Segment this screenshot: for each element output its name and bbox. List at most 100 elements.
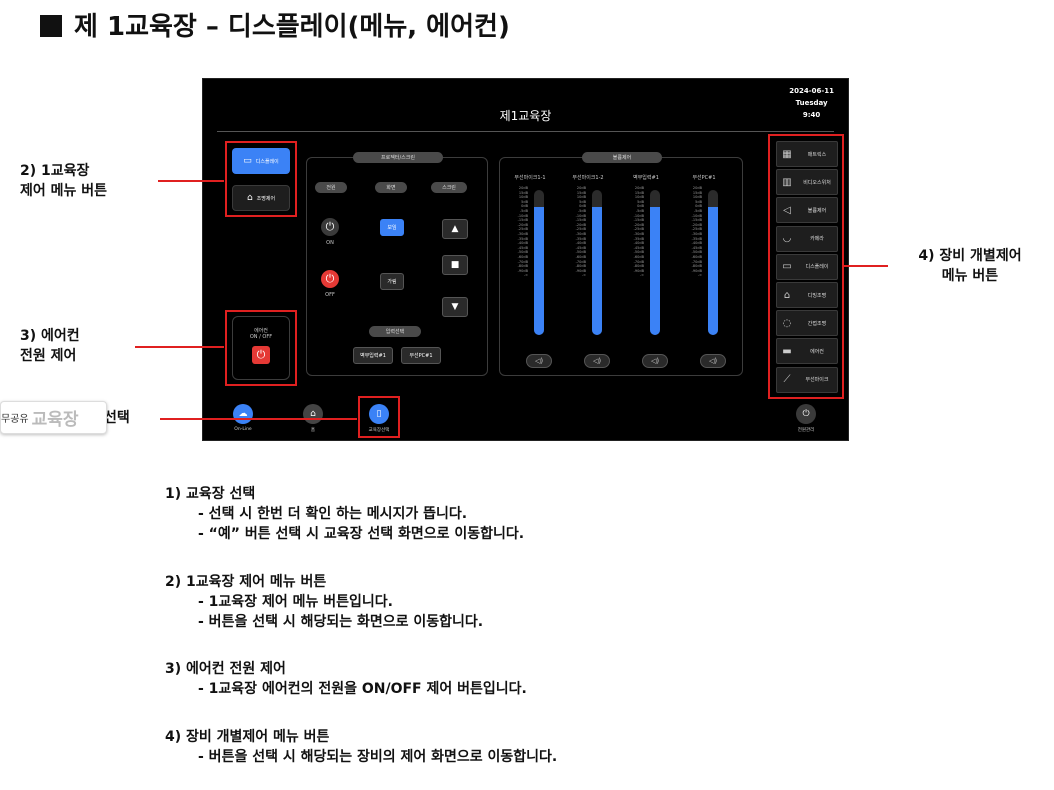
- device-button[interactable]: ⟋무선마이크: [776, 366, 838, 393]
- volume-pill: 볼륨제어: [582, 152, 662, 163]
- projector-off-button[interactable]: ⏻: [321, 270, 339, 288]
- scale-tick: 0dB: [637, 204, 644, 209]
- cloud-icon: ☁: [233, 404, 253, 424]
- scale-tick: -40dB: [575, 241, 586, 246]
- volume-fader[interactable]: [708, 190, 718, 335]
- device-button[interactable]: ▥비디오스위처: [776, 169, 838, 196]
- desc-2-head: 2) 1교육장 제어 메뉴 버튼: [165, 574, 327, 590]
- device-menu-highlight: ▦ 매트릭스 ▥비디오스위처◁볼륨제어◡카메라▭디스플레이 ⌂ 디밍조명 ◌간접조명▬에어…: [768, 134, 844, 399]
- room-select-icon: ▯: [369, 404, 389, 424]
- screen-stop-button[interactable]: ■: [442, 255, 468, 275]
- screen-down-button[interactable]: ▼: [442, 297, 468, 317]
- device-button[interactable]: ▦ 매트릭스: [776, 141, 838, 167]
- scale-tick: -35dB: [691, 236, 702, 241]
- scale-tick: 20dB: [692, 186, 702, 190]
- volume-fader[interactable]: [534, 190, 544, 335]
- online-label: On-Line: [234, 427, 252, 432]
- input-wireless-pc-button[interactable]: 무선PC#1: [401, 347, 441, 364]
- badge-small: 무공유: [1, 414, 29, 425]
- scale-tick: -30dB: [691, 231, 702, 236]
- device-label: 무선마이크: [805, 377, 829, 384]
- scale-tick: -30dB: [517, 231, 528, 236]
- scale-tick: 10dB: [518, 195, 528, 200]
- desc-3-head: 3) 에어컨 전원 제어: [165, 661, 286, 677]
- room-badge: 무공유 교육장: [0, 401, 107, 434]
- bulb-icon: ◌: [782, 317, 792, 329]
- device-button[interactable]: ◌간접조명: [776, 310, 838, 337]
- scale-tick: -40dB: [691, 241, 702, 246]
- scale-tick: -10dB: [517, 213, 528, 218]
- power-icon: ⏻: [325, 220, 335, 233]
- badge-big: 교육장: [31, 410, 79, 430]
- aircon-highlight: 에어컨 ON / OFF ⏻: [225, 310, 297, 386]
- weekday-text: Tuesday: [795, 99, 828, 107]
- matrix-icon: ▦: [782, 148, 792, 160]
- aircon-power-button[interactable]: ⏻: [252, 346, 270, 364]
- device-button[interactable]: ⌂ 디밍조명: [776, 282, 838, 308]
- mute-button[interactable]: ◁): [642, 354, 668, 368]
- scale-tick: -45dB: [575, 245, 586, 250]
- hide-button[interactable]: 가림: [380, 273, 404, 290]
- scale-tick: -10dB: [691, 213, 702, 218]
- room-select-button[interactable]: ▯ 교육장선택: [366, 404, 392, 433]
- square-stop-icon: ■: [450, 260, 460, 270]
- scale-tick: -35dB: [633, 236, 644, 241]
- view-button[interactable]: 보임: [380, 219, 404, 236]
- scale-tick: 20dB: [518, 186, 528, 190]
- desc-4-item-1: - 버튼을 선택 시 해당되는 장비의 제어 화면으로 이동합니다.: [198, 749, 558, 765]
- device-label: 에어컨: [810, 348, 824, 355]
- scale-tick: -50dB: [517, 250, 528, 255]
- device-label: 디밍조명: [807, 292, 827, 299]
- scale-tick: -90dB: [633, 268, 644, 273]
- dimming-light-icon: ⌂: [783, 289, 791, 301]
- scale-tick: -∞: [581, 273, 586, 278]
- scale-tick: -∞: [523, 273, 528, 278]
- scale-tick: 15dB: [576, 190, 586, 195]
- callout-2: 2) 1교육장 제어 메뉴 버튼: [20, 161, 107, 201]
- menu-lighting-button[interactable]: ⌂ 조명제어: [232, 185, 290, 211]
- screen-up-button[interactable]: ▲: [442, 219, 468, 239]
- channel-label: 무선PC#1: [692, 175, 716, 181]
- input-wall-button[interactable]: 벽부입력#1: [353, 347, 393, 364]
- device-button[interactable]: ▭디스플레이: [776, 253, 838, 280]
- scale-tick: 15dB: [692, 190, 702, 195]
- device-button[interactable]: ▬에어컨: [776, 338, 838, 365]
- scale-tick: -60dB: [517, 254, 528, 259]
- scale-tick: 15dB: [518, 190, 528, 195]
- col-screen-pill: 화면: [375, 182, 407, 193]
- room-menu-highlight: ▭ 디스플레이 ⌂ 조명제어: [225, 141, 297, 217]
- volume-fill: [592, 207, 602, 335]
- scale-tick: -80dB: [633, 264, 644, 269]
- mute-button[interactable]: ◁): [584, 354, 610, 368]
- volume-fill: [650, 207, 660, 335]
- scale-tick: -40dB: [633, 241, 644, 246]
- volume-fader[interactable]: [650, 190, 660, 335]
- scale-tick: -70dB: [517, 259, 528, 264]
- scale-tick: -45dB: [517, 245, 528, 250]
- mute-button[interactable]: ◁): [700, 354, 726, 368]
- mute-button[interactable]: ◁): [526, 354, 552, 368]
- scale-tick: -60dB: [575, 254, 586, 259]
- scale-tick: -15dB: [691, 218, 702, 223]
- desc-4: 4) 장비 개별제어 메뉴 버튼 - 버튼을 선택 시 해당되는 장비의 제어 …: [165, 727, 557, 767]
- scale-tick: -35dB: [575, 236, 586, 241]
- scale-tick: 15dB: [634, 190, 644, 195]
- device-button[interactable]: ◡카메라: [776, 225, 838, 252]
- scale-tick: -5dB: [635, 208, 644, 213]
- home-label: 홈: [310, 428, 316, 433]
- callout-4-line1: 4) 장비 개별제어: [918, 248, 1022, 264]
- desc-2: 2) 1교육장 제어 메뉴 버튼 - 1교육장 제어 메뉴 버튼입니다. - 버…: [165, 572, 483, 632]
- device-label: 매트릭스: [807, 151, 827, 158]
- power-menu-button[interactable]: ⏻ 전원관리: [793, 404, 819, 433]
- menu-display-button[interactable]: ▭ 디스플레이: [232, 148, 290, 174]
- volume-fader[interactable]: [592, 190, 602, 335]
- monitor-icon: ▭: [782, 261, 792, 273]
- callout-1-line: [160, 418, 357, 420]
- callout-2-line1: 2) 1교육장: [20, 163, 90, 179]
- device-button[interactable]: ◁볼륨제어: [776, 197, 838, 224]
- projector-on-button[interactable]: ⏻: [321, 218, 339, 236]
